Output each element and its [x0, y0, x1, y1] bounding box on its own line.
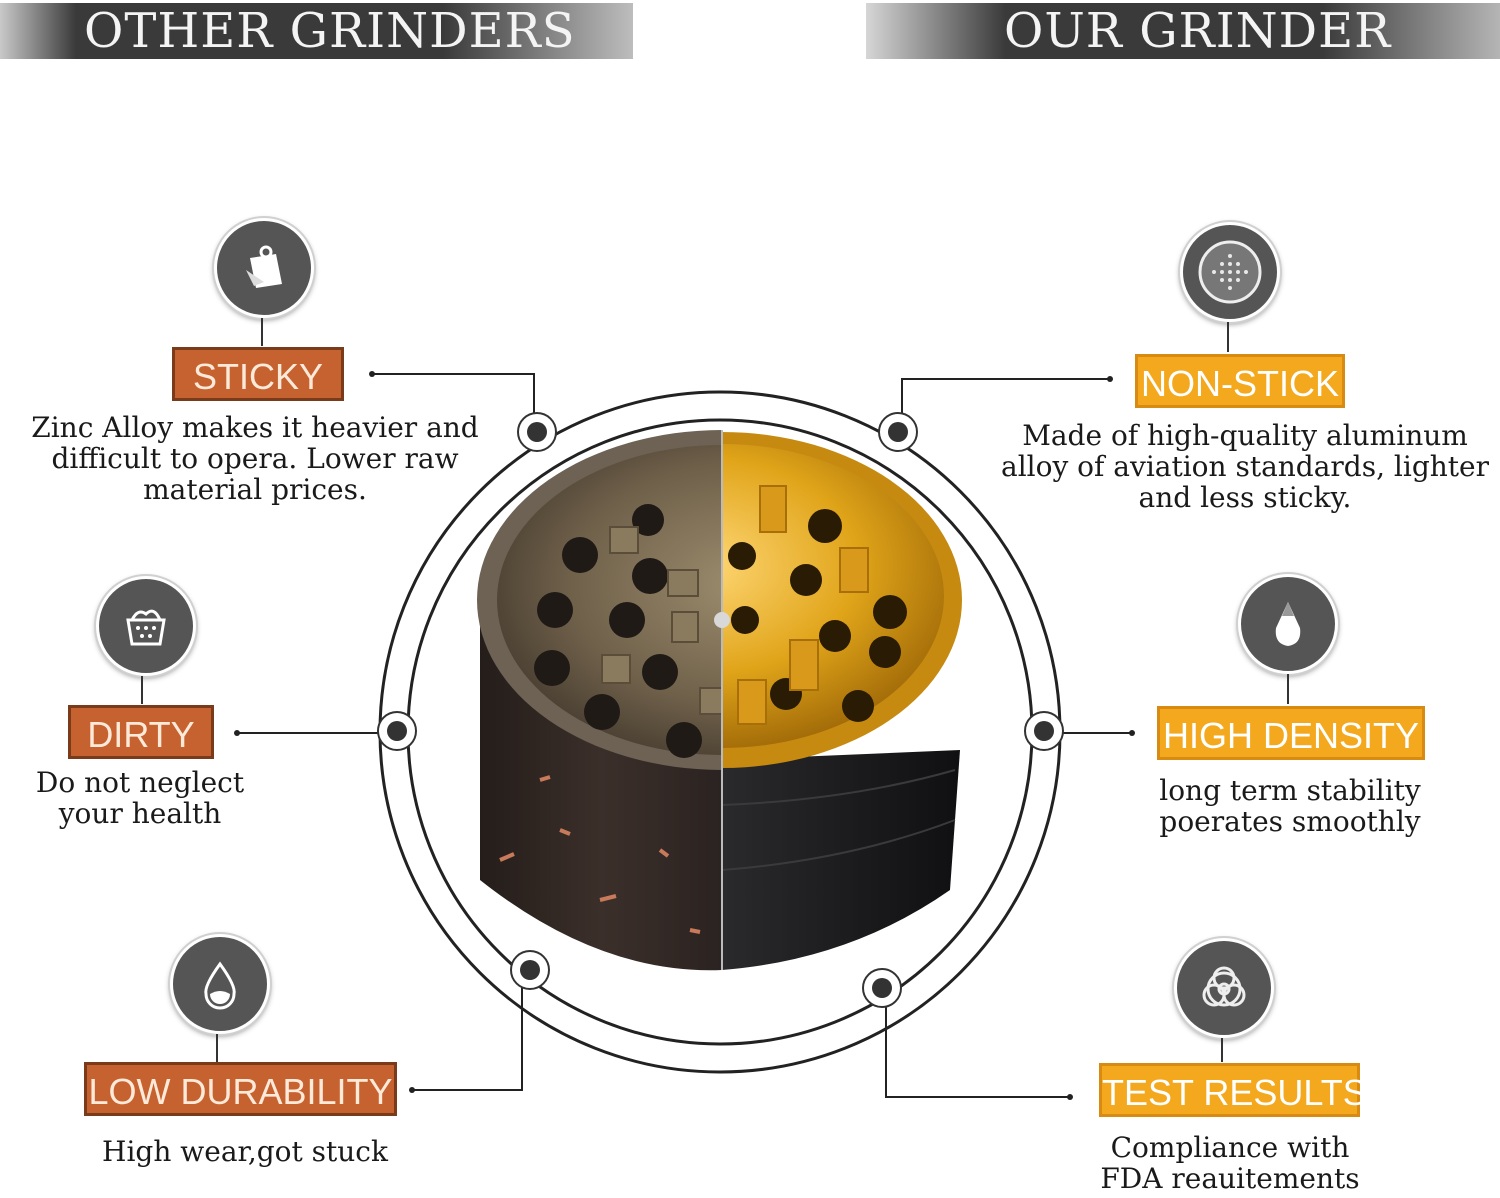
desc-dirty: Do not neglect your health [35, 766, 245, 830]
desc-test-results: Compliance with FDA reauitements [1100, 1131, 1360, 1195]
dirty-grinder-half [477, 430, 722, 971]
desc-high-density: long term stability poerates smoothly [1159, 774, 1421, 838]
clean-grinder-half [722, 432, 962, 970]
header-our-grinder: OUR GRINDER [866, 3, 1500, 59]
ring-anchor-dots [377, 412, 1064, 1008]
tip-icon [1238, 574, 1338, 674]
label-dirty: DIRTY [68, 705, 214, 759]
desc-non-stick: Made of high-quality aluminum alloy of a… [1001, 419, 1489, 514]
header-our-grinder-title: OUR GRINDER [1004, 3, 1392, 59]
header-other-grinders-title: OTHER GRINDERS [84, 3, 576, 59]
label-sticky: STICKY [172, 347, 344, 401]
biohazard-icon [1174, 938, 1274, 1038]
mesh-icon [1180, 222, 1280, 322]
desc-low-durability: High wear,got stuck [102, 1135, 388, 1168]
basket-icon [96, 576, 196, 676]
drop-icon [170, 934, 270, 1034]
label-low-durability: LOW DURABILITY [84, 1062, 397, 1116]
label-test-results: TEST RESULTS [1099, 1063, 1367, 1117]
bag-icon [214, 218, 314, 318]
label-non-stick: NON-STICK [1135, 354, 1345, 408]
desc-sticky: Zinc Alloy makes it heavier and difficul… [31, 411, 479, 506]
header-other-grinders: OTHER GRINDERS [0, 3, 633, 59]
label-high-density: HIGH DENSITY [1157, 706, 1425, 760]
